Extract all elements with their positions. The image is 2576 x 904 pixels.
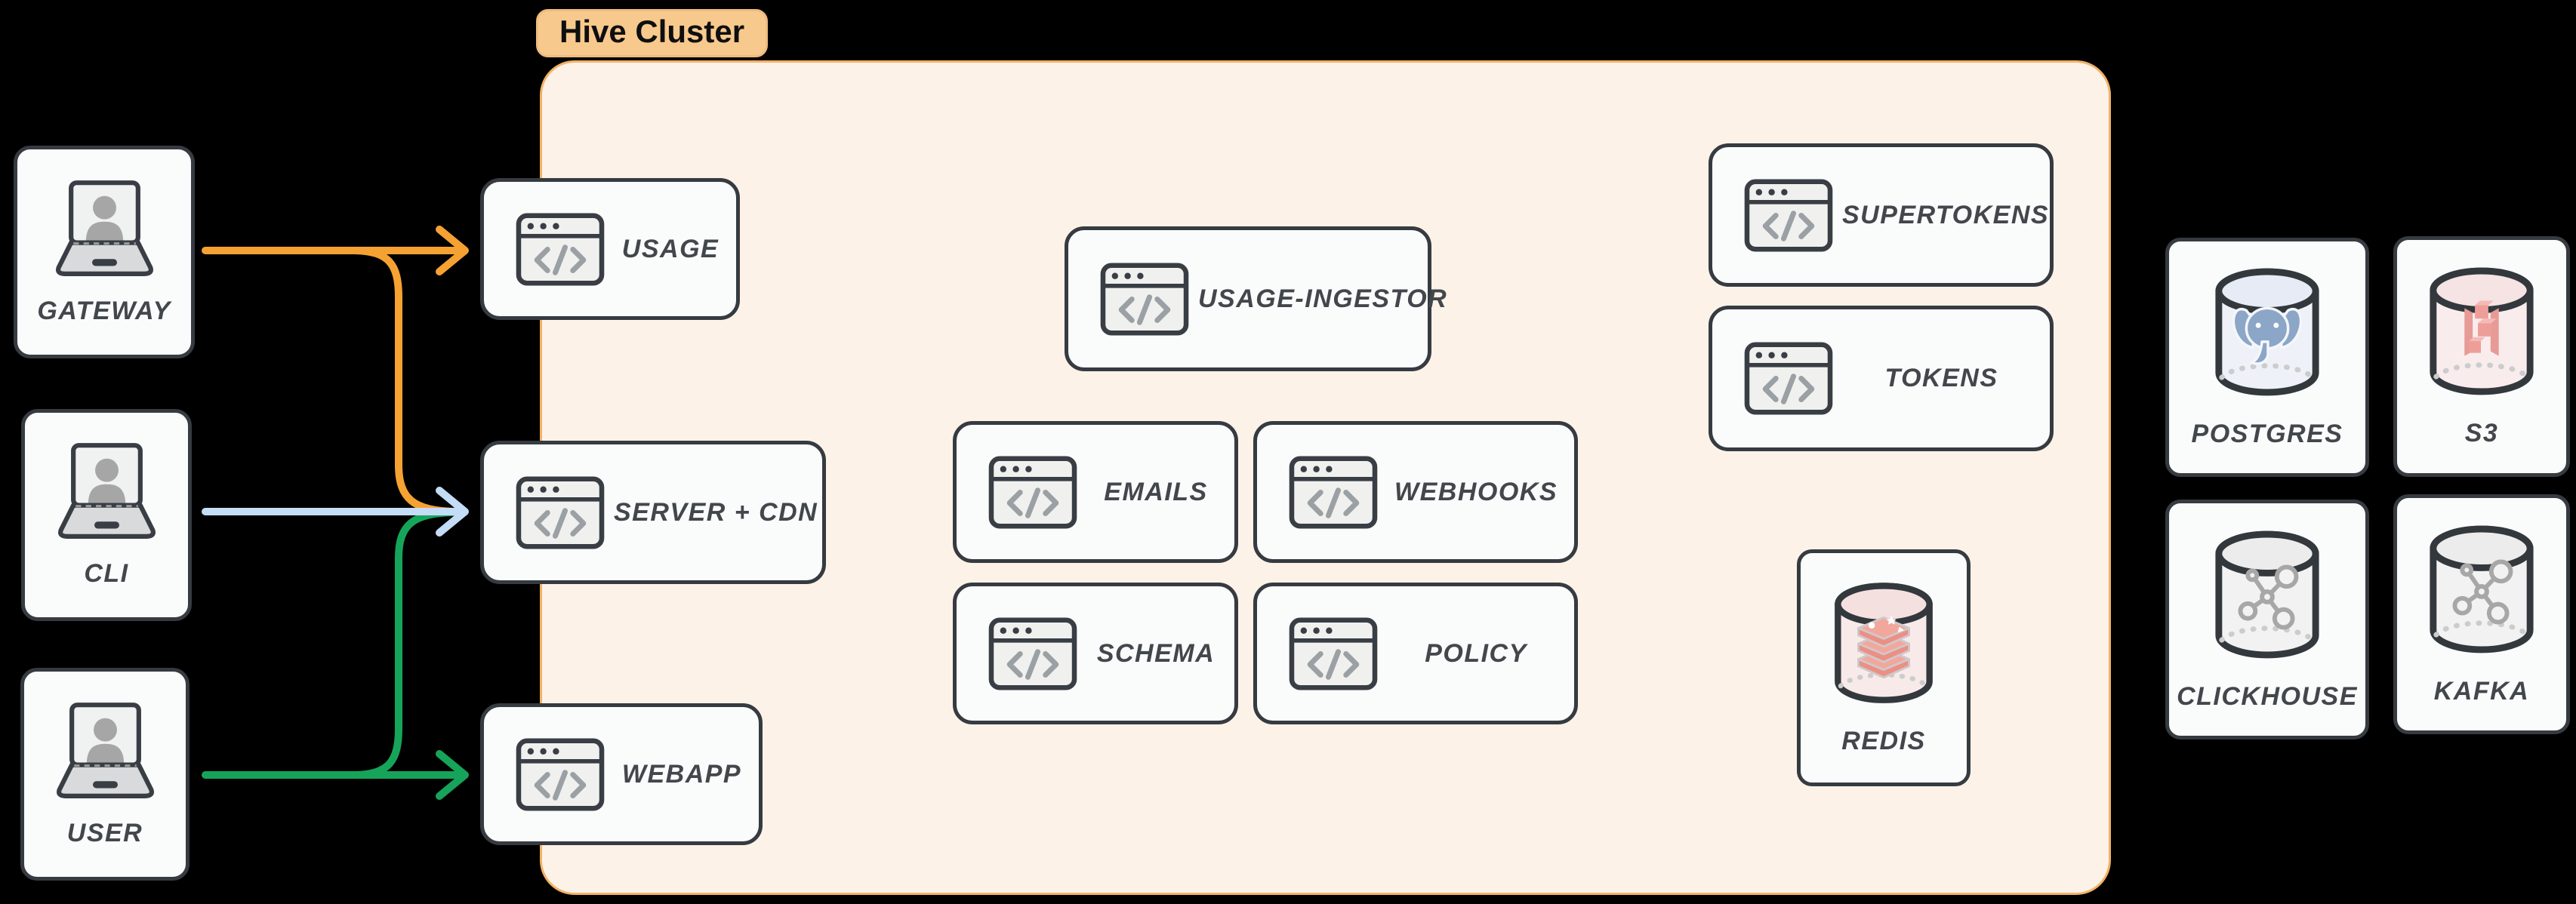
actor-cli: CLI xyxy=(21,409,192,621)
db-s3: S3 xyxy=(2393,236,2570,477)
hive-cluster-badge: Hive Cluster xyxy=(536,9,769,58)
service-usage-ingestor: USAGE-INGESTOR xyxy=(1065,226,1447,371)
service-tokens-label: TOKENS xyxy=(1884,364,1998,392)
arrow-cli-to-server-cdn xyxy=(202,487,469,537)
code-window-icon xyxy=(1744,342,1833,415)
laptop-user-icon xyxy=(45,441,169,540)
service-webapp: WEBAPP xyxy=(480,703,763,845)
s3-cylinder-icon xyxy=(2426,265,2537,399)
service-supertokens-label: SUPERTOKENS xyxy=(1842,200,2050,229)
service-emails-label: EMAILS xyxy=(1104,477,1208,506)
service-server-cdn: SERVER + CDN xyxy=(480,441,826,584)
service-policy: POLICY xyxy=(1253,583,1578,724)
code-window-icon xyxy=(516,213,605,286)
service-webhooks: WEBHOOKS xyxy=(1253,421,1578,563)
arrow-user-to-server-cdn xyxy=(351,509,457,779)
kafka-cylinder-icon xyxy=(2426,523,2537,657)
service-tokens: TOKENS xyxy=(1709,306,2054,451)
service-webhooks-label: WEBHOOKS xyxy=(1394,477,1558,506)
laptop-user-icon xyxy=(42,179,167,277)
service-usage-label: USAGE xyxy=(621,234,719,263)
service-schema-label: SCHEMA xyxy=(1096,638,1216,668)
clickhouse-cylinder-icon xyxy=(2211,528,2323,663)
laptop-user-icon xyxy=(43,701,168,799)
actor-user: USER xyxy=(20,668,190,881)
db-clickhouse: CLICKHOUSE xyxy=(2165,500,2369,739)
actor-user-label: USER xyxy=(66,818,143,847)
actor-cli-label: CLI xyxy=(84,559,129,588)
db-kafka-label: KAFKA xyxy=(2433,676,2530,706)
code-window-icon xyxy=(516,738,605,811)
actor-gateway-label: GATEWAY xyxy=(37,296,171,325)
code-window-icon xyxy=(988,617,1077,690)
db-kafka: KAFKA xyxy=(2393,494,2570,734)
arrow-gateway-to-server-cdn xyxy=(351,247,458,515)
postgres-cylinder-icon xyxy=(2211,266,2323,400)
service-server-cdn-label: SERVER + CDN xyxy=(614,497,818,527)
code-window-icon xyxy=(988,456,1077,529)
code-window-icon xyxy=(1289,456,1378,529)
db-clickhouse-label: CLICKHOUSE xyxy=(2177,681,2358,711)
db-postgres-label: POSTGRES xyxy=(2191,420,2343,448)
cache-redis-label: REDIS xyxy=(1841,726,1926,755)
cache-redis: REDIS xyxy=(1797,549,1971,786)
code-window-icon xyxy=(516,476,605,549)
service-emails: EMAILS xyxy=(953,421,1238,563)
code-window-icon xyxy=(1100,263,1189,336)
db-s3-label: S3 xyxy=(2464,419,2499,447)
code-window-icon xyxy=(1744,179,1833,252)
service-webapp-label: WEBAPP xyxy=(621,759,742,789)
service-policy-label: POLICY xyxy=(1425,638,1527,668)
service-supertokens: SUPERTOKENS xyxy=(1709,143,2054,287)
actor-gateway: GATEWAY xyxy=(14,146,195,358)
service-usage: USAGE xyxy=(480,178,740,320)
arrow-gateway-to-usage xyxy=(202,226,469,275)
arrow-user-to-webapp xyxy=(202,750,469,800)
service-schema: SCHEMA xyxy=(953,583,1238,724)
code-window-icon xyxy=(1289,617,1378,690)
redis-cylinder-icon xyxy=(1831,580,1937,707)
db-postgres: POSTGRES xyxy=(2165,238,2369,477)
service-usage-ingestor-label: USAGE-INGESTOR xyxy=(1198,284,1448,313)
